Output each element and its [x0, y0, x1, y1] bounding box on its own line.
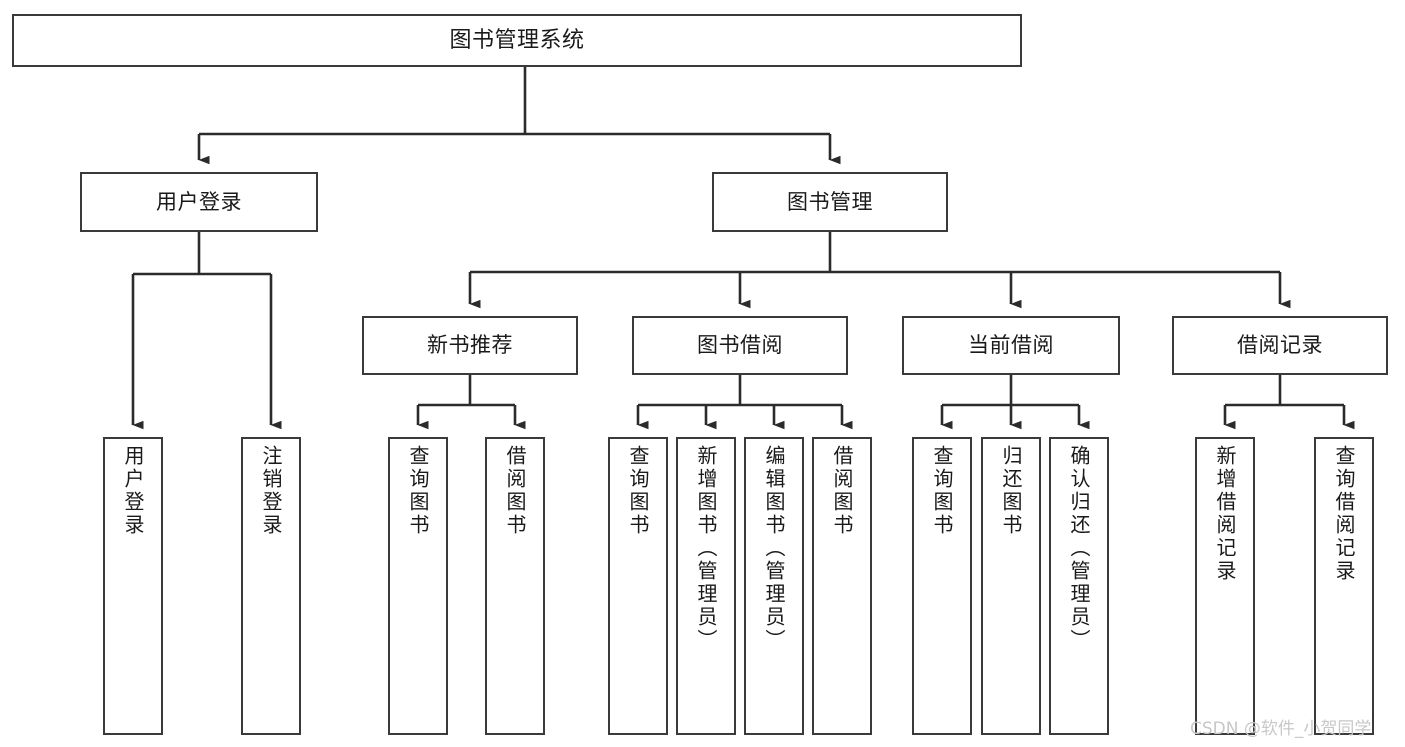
node-book-borrow[interactable]: 图书借阅	[632, 316, 848, 375]
node-label: 查询图书	[406, 445, 430, 537]
node-label: 归还图书	[999, 445, 1023, 537]
node-label: 确认归还（管理员）	[1067, 445, 1091, 652]
leaf-borrow-book-recommend[interactable]: 借阅图书	[485, 437, 545, 735]
leaf-logout-login[interactable]: 注销登录	[241, 437, 301, 735]
leaf-add-book-admin[interactable]: 新增图书（管理员）	[676, 437, 736, 735]
node-label: 图书管理	[787, 189, 873, 214]
node-label: 新增借阅记录	[1213, 445, 1237, 583]
node-label: 新书推荐	[427, 333, 513, 358]
node-label: 当前借阅	[968, 333, 1054, 358]
leaf-add-borrow-record[interactable]: 新增借阅记录	[1195, 437, 1255, 735]
leaf-user-login[interactable]: 用户登录	[103, 437, 163, 735]
node-label: 新增图书（管理员）	[694, 445, 718, 652]
node-label: 查询图书	[626, 445, 650, 537]
node-current-borrow[interactable]: 当前借阅	[902, 316, 1120, 375]
node-label: 编辑图书（管理员）	[762, 445, 786, 652]
node-new-book-recommend[interactable]: 新书推荐	[362, 316, 578, 375]
node-user-login[interactable]: 用户登录	[80, 172, 318, 232]
node-label: 注销登录	[259, 445, 283, 537]
leaf-borrow-book-borrow[interactable]: 借阅图书	[812, 437, 872, 735]
leaf-query-book-recommend[interactable]: 查询图书	[388, 437, 448, 735]
node-label: 借阅记录	[1237, 333, 1323, 358]
node-label: 图书借阅	[697, 333, 783, 358]
node-label: 用户登录	[156, 189, 242, 214]
node-label: 图书管理系统	[449, 27, 585, 53]
node-borrow-record[interactable]: 借阅记录	[1172, 316, 1388, 375]
leaf-query-borrow-record[interactable]: 查询借阅记录	[1314, 437, 1374, 735]
leaf-edit-book-admin[interactable]: 编辑图书（管理员）	[744, 437, 804, 735]
node-root-system[interactable]: 图书管理系统	[12, 14, 1022, 67]
csdn-watermark: CSDN @软件_小贺同学	[1190, 719, 1372, 739]
node-label: 借阅图书	[503, 445, 527, 537]
leaf-return-book[interactable]: 归还图书	[981, 437, 1041, 735]
node-book-management[interactable]: 图书管理	[712, 172, 948, 232]
leaf-confirm-return-admin[interactable]: 确认归还（管理员）	[1049, 437, 1109, 735]
node-label: 借阅图书	[830, 445, 854, 537]
leaf-query-book-current[interactable]: 查询图书	[912, 437, 972, 735]
node-label: 查询图书	[930, 445, 954, 537]
node-label: 查询借阅记录	[1332, 445, 1356, 583]
leaf-query-book-borrow[interactable]: 查询图书	[608, 437, 668, 735]
node-label: 用户登录	[121, 445, 145, 537]
